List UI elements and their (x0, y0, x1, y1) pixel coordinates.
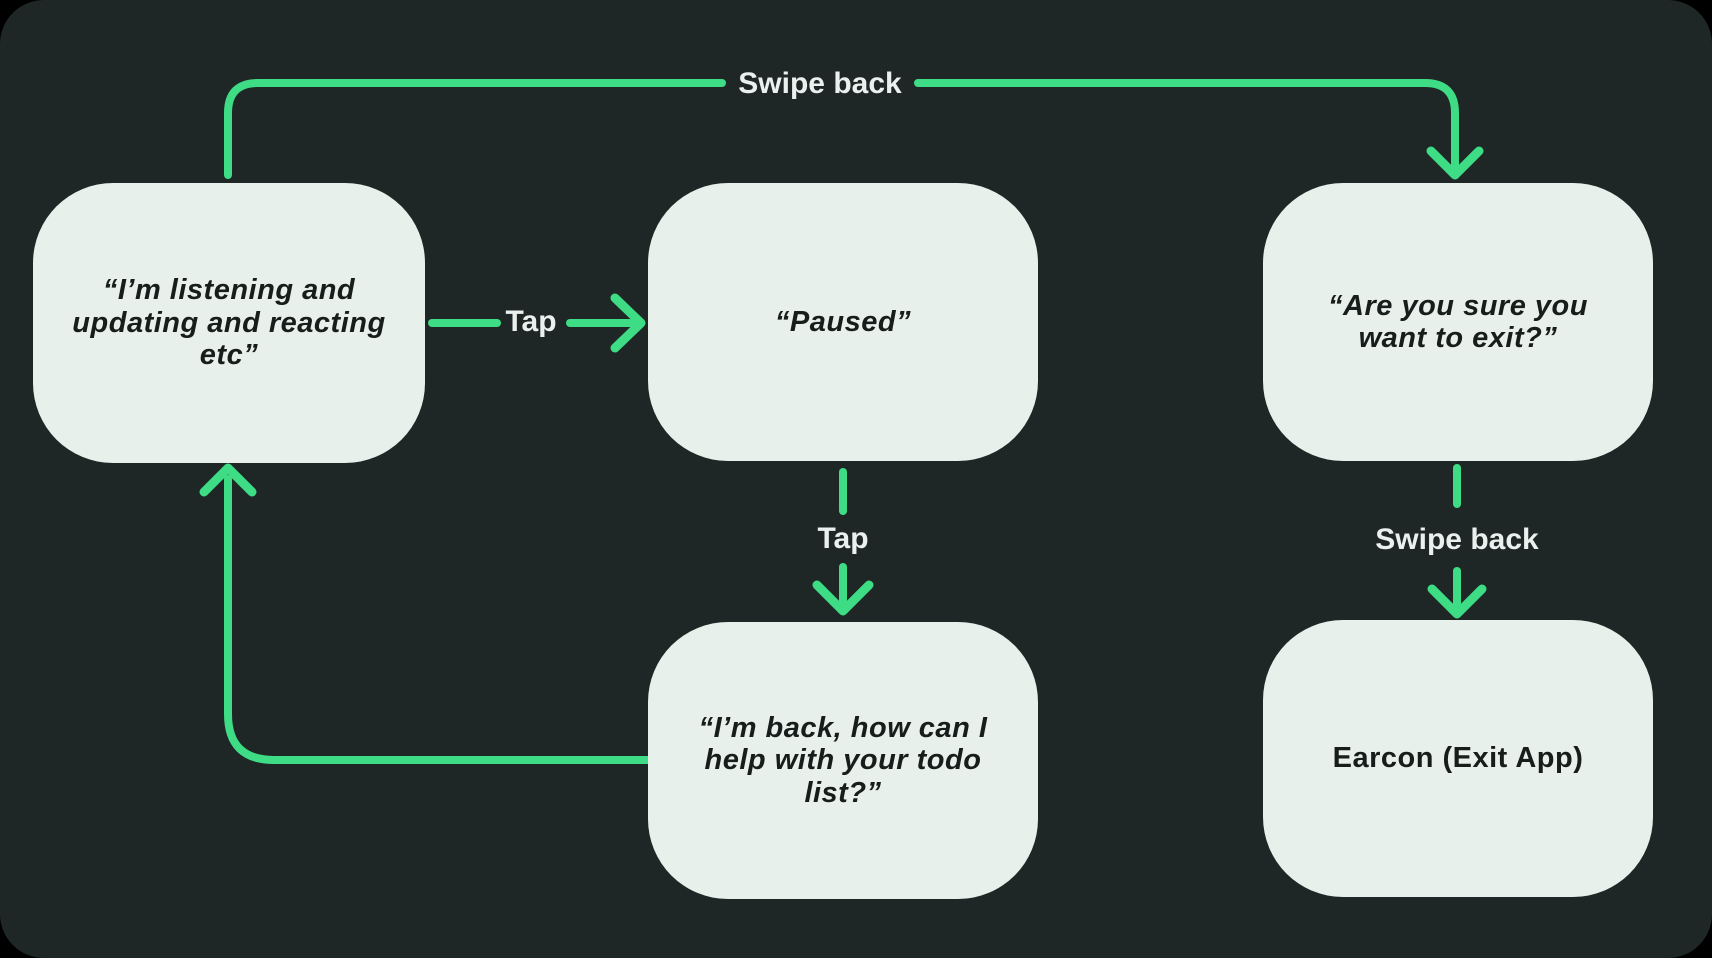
edge-swipe-back-top-right (914, 79, 1459, 176)
node-exit-confirm-text: “Are you sure you want to exit?” (1328, 289, 1588, 354)
arrowhead-up-listening (199, 463, 257, 497)
node-listening-text: “I’m listening and updating and reacting… (72, 274, 386, 372)
edge-label-tap-pause: Tap (505, 305, 557, 338)
node-listening: “I’m listening and updating and reacting… (33, 183, 425, 463)
arrowhead-down-earcon (1427, 584, 1487, 619)
node-earcon-text: Earcon (Exit App) (1332, 742, 1584, 775)
node-earcon: Earcon (Exit App) (1263, 620, 1653, 897)
edge-label-swipe-back-exit: Swipe back (1375, 523, 1539, 556)
edge-loop-back (224, 475, 652, 764)
edge-swipe-back-top-left (224, 79, 726, 179)
edge-label-swipe-back-top: Swipe back (738, 67, 902, 100)
edge-label-tap-resume: Tap (817, 522, 869, 555)
arrowhead-right-paused (610, 293, 646, 353)
node-exit-confirm: “Are you sure you want to exit?” (1263, 183, 1653, 461)
arrowhead-down-resume (812, 580, 874, 616)
node-resume-text: “I’m back, how can I help with your todo… (698, 711, 988, 809)
node-resume: “I’m back, how can I help with your todo… (648, 622, 1038, 899)
node-paused-text: “Paused” (774, 305, 912, 338)
node-paused: “Paused” (648, 183, 1038, 461)
arrowhead-down-exit-confirm (1426, 146, 1484, 180)
